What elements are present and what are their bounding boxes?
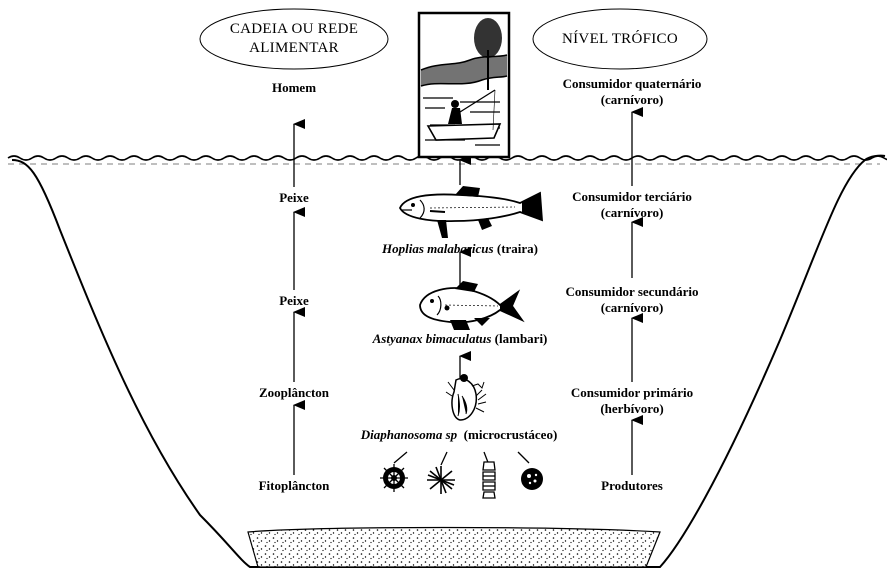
trophic-secundario: Consumidor secundário (carnívoro) — [565, 284, 699, 315]
trophic-terciario: Consumidor terciário (carnívoro) — [572, 189, 692, 220]
traira-fish — [399, 186, 544, 238]
phytoplankton-spiky-ball — [380, 464, 408, 492]
phytoplankton-chain — [482, 461, 496, 499]
phytoplankton-sphere — [521, 468, 543, 490]
microcrustacean — [445, 374, 487, 421]
food-chain-oval — [199, 8, 389, 70]
food-chain-header-line1: CADEIA OU REDE — [229, 21, 359, 37]
traira-common: (traira) — [496, 241, 538, 256]
trophic-level-header: NÍVEL TRÓFICO — [562, 31, 678, 47]
trophic-produtores: Produtores — [601, 478, 663, 493]
lambari-common: (lambari) — [494, 331, 548, 346]
organism-lambari: Astyanax bimaculatus (lambari) — [373, 331, 548, 347]
chain-label-peixe-2: Peixe — [279, 293, 309, 308]
organism-diaphanosoma: Diaphanosoma sp (microcrustáceo) — [361, 427, 558, 443]
diaphanosoma-common: (microcrustáceo) — [463, 427, 558, 442]
phytoplankton-star — [427, 466, 455, 494]
chain-label-homem: Homem — [271, 80, 317, 95]
lambari-fish — [419, 281, 525, 330]
trophic-primario: Consumidor primário (herbívoro) — [570, 385, 694, 416]
traira-name: Hoplias malabaricus — [382, 241, 494, 256]
diaphanosoma-name: Diaphanosoma sp — [360, 427, 458, 442]
organism-arrows — [393, 155, 530, 466]
lambari-name: Astyanax bimaculatus — [372, 331, 492, 346]
food-chain-header: CADEIA OU REDE ALIMENTAR — [230, 20, 358, 58]
trophic-quaternario: Consumidor quaternário (carnívoro) — [562, 76, 702, 107]
chain-label-fitoplancton: Fitoplâncton — [258, 478, 330, 493]
trophic-level-oval — [532, 8, 708, 70]
organism-traira: Hoplias malabaricus (traira) — [382, 241, 538, 257]
sediment — [247, 526, 661, 568]
food-chain-header-line2: ALIMENTAR — [249, 40, 339, 56]
chain-label-zooplancton: Zooplâncton — [258, 385, 330, 400]
fisherman-illustration — [417, 11, 511, 159]
chain-label-peixe-1: Peixe — [279, 190, 309, 205]
lake-basin — [11, 154, 886, 568]
